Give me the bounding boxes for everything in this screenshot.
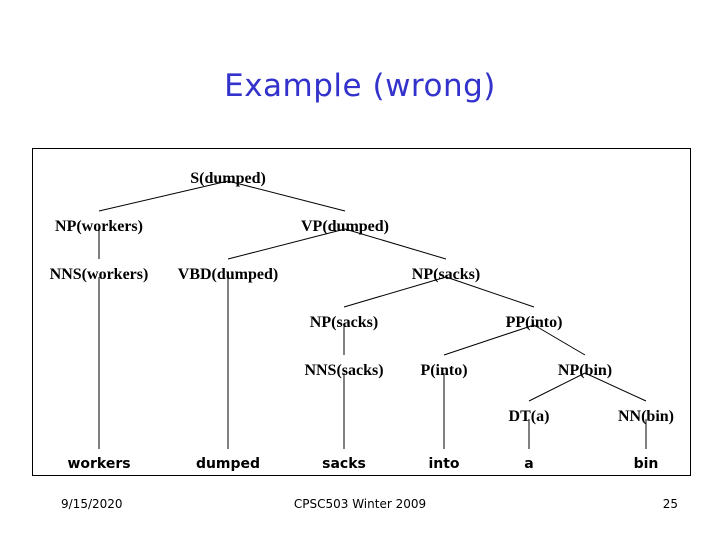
tree-node-pp: PP(into) — [505, 314, 563, 331]
tree-node-np2: NP(sacks) — [411, 266, 481, 283]
tree-leaf-into: into — [428, 456, 460, 472]
tree-node-np1: NP(workers) — [55, 218, 143, 235]
tree-node-dt: DT(a) — [508, 408, 550, 425]
tree-edge — [343, 276, 447, 308]
tree-node-nns1: NNS(workers) — [49, 266, 149, 283]
tree-edges — [98, 180, 647, 449]
tree-node-np3: NP(sacks) — [309, 314, 379, 331]
tree-edge — [443, 324, 535, 356]
tree-edge — [584, 372, 647, 402]
tree-edge — [227, 228, 346, 260]
tree-node-np4: NP(bin) — [557, 362, 613, 379]
tree-edge — [533, 324, 586, 356]
page-title: Example (wrong) — [224, 68, 496, 104]
tree-node-vbd: VBD(dumped) — [177, 266, 279, 283]
tree-leaf-dumped: dumped — [195, 456, 261, 472]
tree-edge — [98, 180, 229, 212]
tree-node-p: P(into) — [420, 362, 468, 379]
tree-node-nns2: NNS(sacks) — [304, 362, 384, 379]
tree-edge — [528, 372, 586, 402]
tree-node-s: S(dumped) — [190, 170, 266, 187]
footer-page-number: 25 — [662, 497, 678, 511]
tree-edge — [344, 228, 447, 260]
tree-node-nn: NN(bin) — [617, 408, 675, 425]
parse-tree-panel: S(dumped) NP(workers) VP(dumped) NNS(worker… — [32, 148, 691, 476]
tree-leaf-bin: bin — [633, 456, 659, 472]
tree-edge — [227, 180, 346, 212]
footer-course: CPSC503 Winter 2009 — [293, 497, 427, 511]
tree-leaf-a: a — [524, 456, 534, 472]
tree-leaf-sacks: sacks — [322, 456, 366, 472]
tree-node-vp: VP(dumped) — [300, 218, 390, 235]
tree-leaf-workers: workers — [67, 456, 131, 472]
footer-date: 9/15/2020 — [61, 497, 123, 511]
tree-edge — [445, 276, 535, 308]
